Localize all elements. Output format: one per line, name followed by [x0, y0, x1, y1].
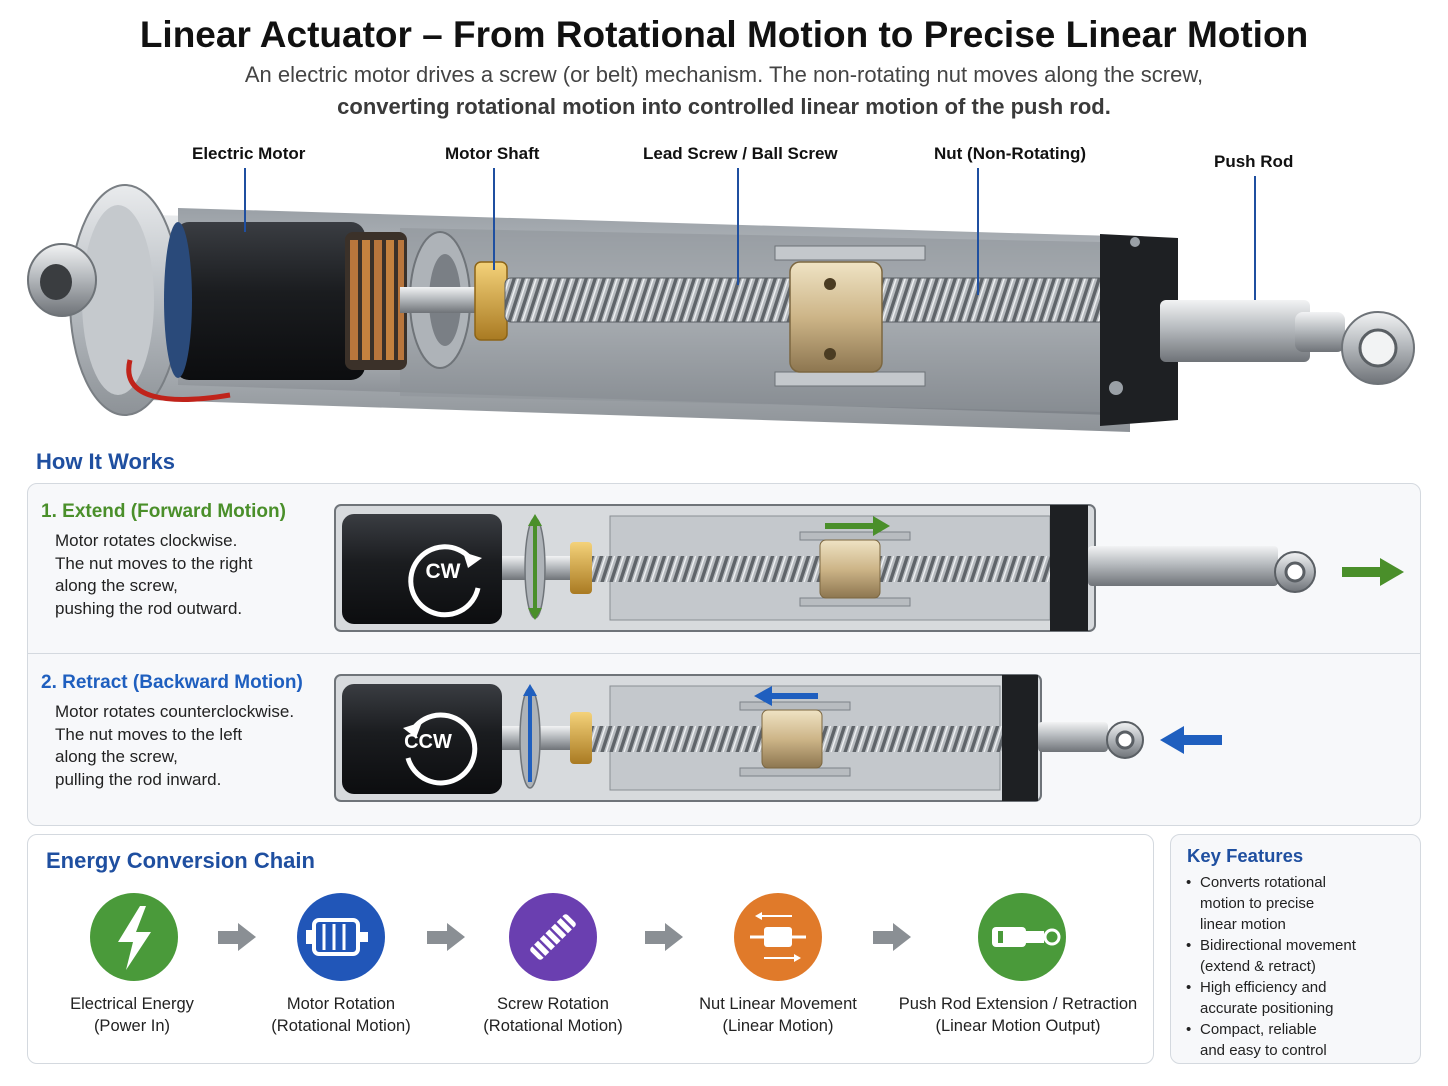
key-features-panel	[1170, 834, 1421, 1064]
chain-stage-3-line-2: (Rotational Motion)	[483, 1017, 623, 1035]
step-2-line: The nut moves to the left	[55, 724, 243, 744]
chain-stage-4-label: Nut Linear Movement (Linear Motion)	[683, 993, 873, 1037]
how-it-works-title: How It Works	[36, 449, 175, 474]
bullet-icon: •	[1186, 1021, 1192, 1038]
chain-stage-4-line-1: Nut Linear Movement	[699, 995, 857, 1013]
feature-item: • Compact, reliable and easy to control	[1186, 1019, 1416, 1061]
chain-stage-4-line-2: (Linear Motion)	[722, 1017, 834, 1035]
step-2-line: pulling the rod inward.	[55, 769, 222, 789]
energy-chain-title: Energy Conversion Chain	[46, 848, 315, 873]
bullet-icon: •	[1186, 874, 1192, 891]
subtitle-line-1: An electric motor drives a screw (or bel…	[244, 62, 1204, 87]
feature-line: and easy to control	[1200, 1042, 1327, 1059]
feature-line: Bidirectional movement	[1200, 937, 1356, 954]
feature-item: • High efficiency and accurate positioni…	[1186, 977, 1416, 1019]
chain-stage-3-label: Screw Rotation (Rotational Motion)	[463, 993, 643, 1037]
chain-stage-2-label: Motor Rotation (Rotational Motion)	[251, 993, 431, 1037]
chain-stage-1-line-2: (Power In)	[93, 1017, 171, 1035]
chain-stage-1-label: Electrical Energy (Power In)	[42, 993, 222, 1037]
page-title: Linear Actuator – From Rotational Motion…	[139, 14, 1309, 55]
extend-motor-label: CW	[426, 560, 461, 583]
bullet-icon: •	[1186, 979, 1192, 996]
step-1-description: Motor rotates clockwise. The nut moves t…	[55, 530, 253, 620]
chain-stage-3-line-1: Screw Rotation	[497, 995, 609, 1013]
key-features-list: • Converts rotational motion to precise …	[1186, 872, 1416, 1061]
bullet-icon: •	[1186, 937, 1192, 954]
step-1-heading: Extend (Forward Motion)	[62, 501, 286, 522]
feature-item: • Bidirectional movement (extend & retra…	[1186, 935, 1416, 977]
key-features-title: Key Features	[1187, 845, 1304, 866]
feature-line: High efficiency and	[1200, 979, 1327, 996]
callout-motor-shaft: Motor Shaft	[445, 144, 540, 163]
retract-diagram: CCW	[334, 674, 1222, 802]
energy-chain-icons	[90, 893, 1066, 981]
step-1-title: 1. Extend (Forward Motion)	[41, 501, 286, 523]
callout-lead-screw: Lead Screw / Ball Screw	[643, 144, 838, 163]
step-2-line: along the screw,	[55, 747, 178, 766]
chain-stage-2-line-1: Motor Rotation	[286, 995, 396, 1013]
chain-stage-2-line-2: (Rotational Motion)	[271, 1017, 411, 1035]
callout-push-rod: Push Rod	[1214, 152, 1294, 171]
feature-item: • Converts rotational motion to precise …	[1186, 872, 1416, 935]
step-1-line: Motor rotates clockwise.	[55, 531, 238, 550]
step-2-number: 2.	[41, 672, 57, 693]
step-2-heading: Retract (Backward Motion)	[62, 672, 303, 693]
step-1-line: along the screw,	[55, 576, 178, 595]
feature-line: (extend & retract)	[1200, 958, 1316, 975]
step-2-title: 2. Retract (Backward Motion)	[41, 672, 303, 694]
feature-line: Compact, reliable	[1200, 1021, 1317, 1038]
chain-stage-5-line-2: (Linear Motion Output)	[935, 1017, 1101, 1035]
subtitle-line-2: converting rotational motion into contro…	[337, 94, 1111, 119]
step-1-line: The nut moves to the right	[55, 553, 253, 573]
extend-diagram: CW	[334, 504, 1404, 632]
retract-motor-label: CCW	[404, 731, 452, 753]
step-2-line: Motor rotates counterclockwise.	[55, 702, 295, 721]
callout-electric-motor: Electric Motor	[192, 144, 306, 163]
feature-line: linear motion	[1200, 916, 1286, 933]
step-1-line: pushing the rod outward.	[55, 598, 243, 618]
callout-nut: Nut (Non-Rotating)	[934, 144, 1087, 163]
chain-stage-5-line-1: Push Rod Extension / Retraction	[898, 995, 1138, 1013]
feature-line: Converts rotational	[1200, 874, 1326, 891]
step-1-number: 1.	[41, 501, 57, 522]
feature-line: accurate positioning	[1200, 1000, 1334, 1017]
step-2-description: Motor rotates counterclockwise. The nut …	[55, 701, 294, 791]
actuator-cutaway-illustration	[27, 168, 1415, 432]
motor-icon	[297, 893, 385, 981]
chain-stage-5-label: Push Rod Extension / Retraction (Linear …	[892, 993, 1144, 1037]
feature-line: motion to precise	[1200, 895, 1315, 912]
steps-divider	[28, 653, 1420, 654]
chain-stage-1-line-1: Electrical Energy	[70, 995, 194, 1013]
